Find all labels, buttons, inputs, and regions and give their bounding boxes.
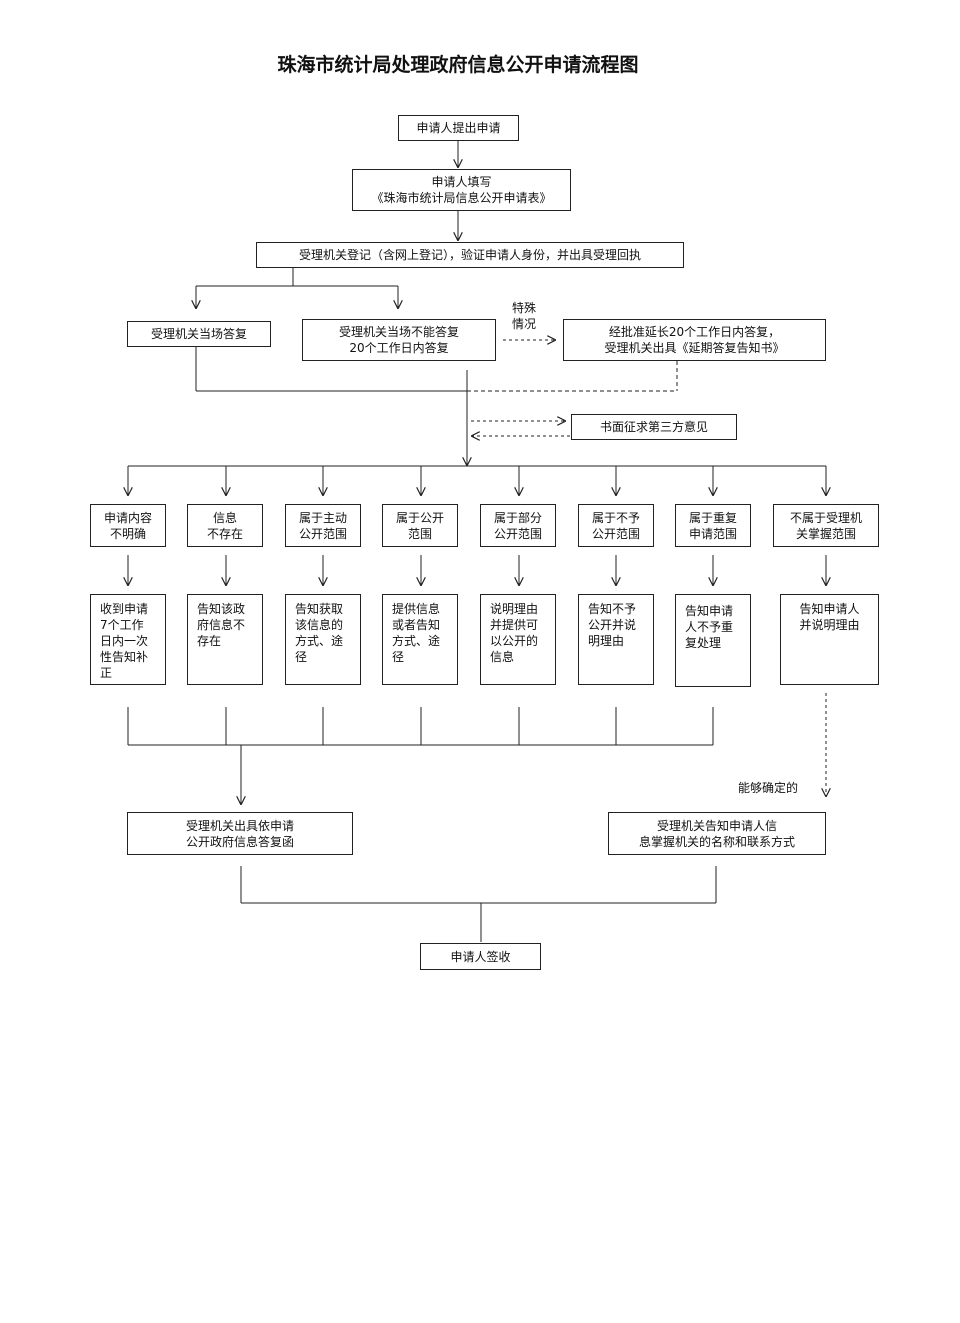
action-box: 告知不予 公开并说 明理由 xyxy=(578,594,654,685)
fill-form-box: 申请人填写 《珠海市统计局信息公开申请表》 xyxy=(352,169,571,211)
category-box: 不属于受理机 关掌握范围 xyxy=(773,504,879,547)
action-box: 告知该政 府信息不 存在 xyxy=(187,594,263,685)
applicant-sign-box: 申请人签收 xyxy=(420,943,541,970)
page-title: 珠海市统计局处理政府信息公开申请流程图 xyxy=(277,54,639,76)
category-box: 信息 不存在 xyxy=(187,504,263,547)
third-party-opinion-box: 书面征求第三方意见 xyxy=(571,414,737,440)
reply-letter-box: 受理机关出具依申请 公开政府信息答复函 xyxy=(127,812,353,855)
extension-box: 经批准延长20个工作日内答复， 受理机关出具《延期答复告知书》 xyxy=(563,319,826,361)
category-box: 属于主动 公开范围 xyxy=(285,504,361,547)
category-box: 属于不予 公开范围 xyxy=(578,504,654,547)
action-box: 告知申请人 并说明理由 xyxy=(780,594,879,685)
category-box: 属于重复 申请范围 xyxy=(675,504,751,547)
can-determine-label: 能够确定的 xyxy=(738,781,799,795)
action-box: 提供信息 或者告知 方式、途 径 xyxy=(382,594,458,685)
action-box: 告知申请 人不予重 复处理 xyxy=(675,594,751,687)
special-case-label: 特殊 情况 xyxy=(512,301,537,331)
action-box: 告知获取 该信息的 方式、途 径 xyxy=(285,594,361,685)
register-box: 受理机关登记（含网上登记），验证申请人身份，并出具受理回执 xyxy=(256,242,684,268)
category-box: 属于部分 公开范围 xyxy=(480,504,556,547)
action-box: 说明理由 并提供可 以公开的 信息 xyxy=(480,594,556,685)
submit-application-box: 申请人提出申请 xyxy=(398,115,519,141)
action-box: 收到申请 7个工作 日内一次 性告知补 正 xyxy=(90,594,166,685)
inform-agency-box: 受理机关告知申请人信 息掌握机关的名称和联系方式 xyxy=(608,812,826,855)
category-box: 属于公开 范围 xyxy=(382,504,458,547)
category-box: 申请内容 不明确 xyxy=(90,504,166,547)
reply-onsite-box: 受理机关当场答复 xyxy=(127,321,271,347)
reply-20days-box: 受理机关当场不能答复 20个工作日内答复 xyxy=(302,319,496,361)
